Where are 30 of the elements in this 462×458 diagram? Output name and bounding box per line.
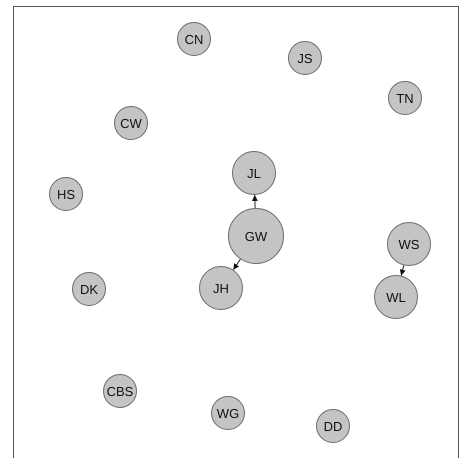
arrow: [400, 264, 406, 276]
initials-label: JL: [247, 166, 261, 180]
person-circle: [103, 374, 137, 408]
initials-label: CN: [184, 32, 204, 46]
person-circle: [232, 151, 276, 195]
initials-label: WG: [216, 406, 240, 420]
arrow: [252, 194, 258, 209]
initials-label: DD: [324, 420, 342, 432]
person-circle: [288, 41, 322, 75]
person-circle: [388, 81, 422, 115]
person-circle: [177, 22, 211, 56]
arrow: [232, 258, 241, 270]
person-circle: [387, 222, 431, 266]
initials-label: HS: [56, 188, 76, 200]
initials-label: CBS: [106, 384, 134, 398]
person-circle: [114, 106, 148, 140]
initials-label: WS: [398, 238, 420, 250]
person-circle: [374, 275, 418, 319]
initials-label: WL: [386, 290, 406, 304]
initials-label: DK: [80, 282, 98, 296]
person-circle: [199, 266, 243, 310]
initials-label: TN: [396, 92, 414, 104]
person-circle: [316, 409, 350, 443]
initials-label: GW: [244, 230, 268, 242]
person-circle: [72, 272, 106, 306]
initials-label: JS: [297, 52, 313, 64]
person-circle: [49, 177, 83, 211]
person-circle: [211, 396, 245, 430]
initials-label: CW: [120, 116, 142, 130]
initials-label: JH: [213, 282, 229, 294]
